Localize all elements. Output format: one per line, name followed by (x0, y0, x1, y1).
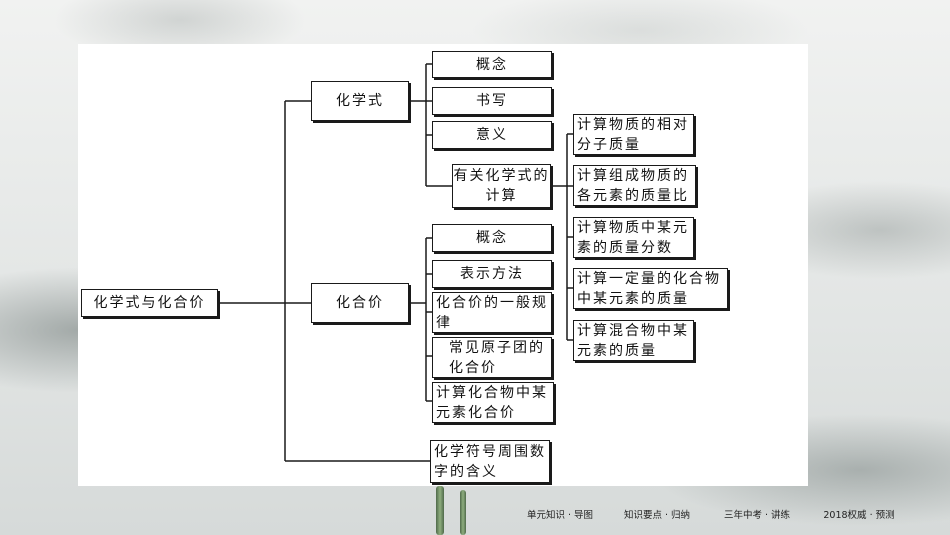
formula-writing-node: 书写 (432, 87, 552, 115)
valence-concept-node: 概念 (432, 224, 552, 252)
branch-formula-node: 化学式 (311, 81, 409, 121)
footer-link-summary[interactable]: 知识要点 · 归纳 (623, 510, 691, 521)
calc-item-node: 计算一定量的化合物中某元素的质量 (573, 268, 728, 309)
formula-meaning-node: 意义 (432, 121, 552, 149)
branch-valence-node: 化合价 (311, 283, 409, 323)
valence-notation-node: 表示方法 (432, 260, 552, 288)
valence-radicals-node: 常见原子团的化合价 (432, 337, 552, 378)
footer-link-map[interactable]: 单元知识 · 导图 (526, 510, 594, 521)
calc-item-node: 计算混合物中某元素的质量 (573, 320, 694, 361)
bamboo-stalk (460, 490, 466, 535)
valence-rules-node: 化合价的一般规律 (432, 292, 552, 333)
calc-item-node: 计算物质中某元素的质量分数 (573, 217, 694, 258)
calc-item-node: 计算物质的相对分子质量 (573, 114, 694, 155)
valence-calc-node: 计算化合物中某元素化合价 (432, 382, 554, 423)
root-node: 化学式与化合价 (81, 289, 218, 317)
footer-link-exam[interactable]: 三年中考 · 讲练 (723, 510, 791, 521)
formula-concept-node: 概念 (432, 51, 552, 78)
symbol-numbers-node: 化学符号周围数字的含义 (430, 440, 550, 483)
calc-item-node: 计算组成物质的各元素的质量比 (573, 165, 696, 206)
bamboo-stalk (436, 486, 444, 535)
formula-calc-node: 有关化学式的计算 (452, 164, 551, 208)
footer-link-forecast[interactable]: 2018权威 · 预测 (823, 510, 895, 521)
